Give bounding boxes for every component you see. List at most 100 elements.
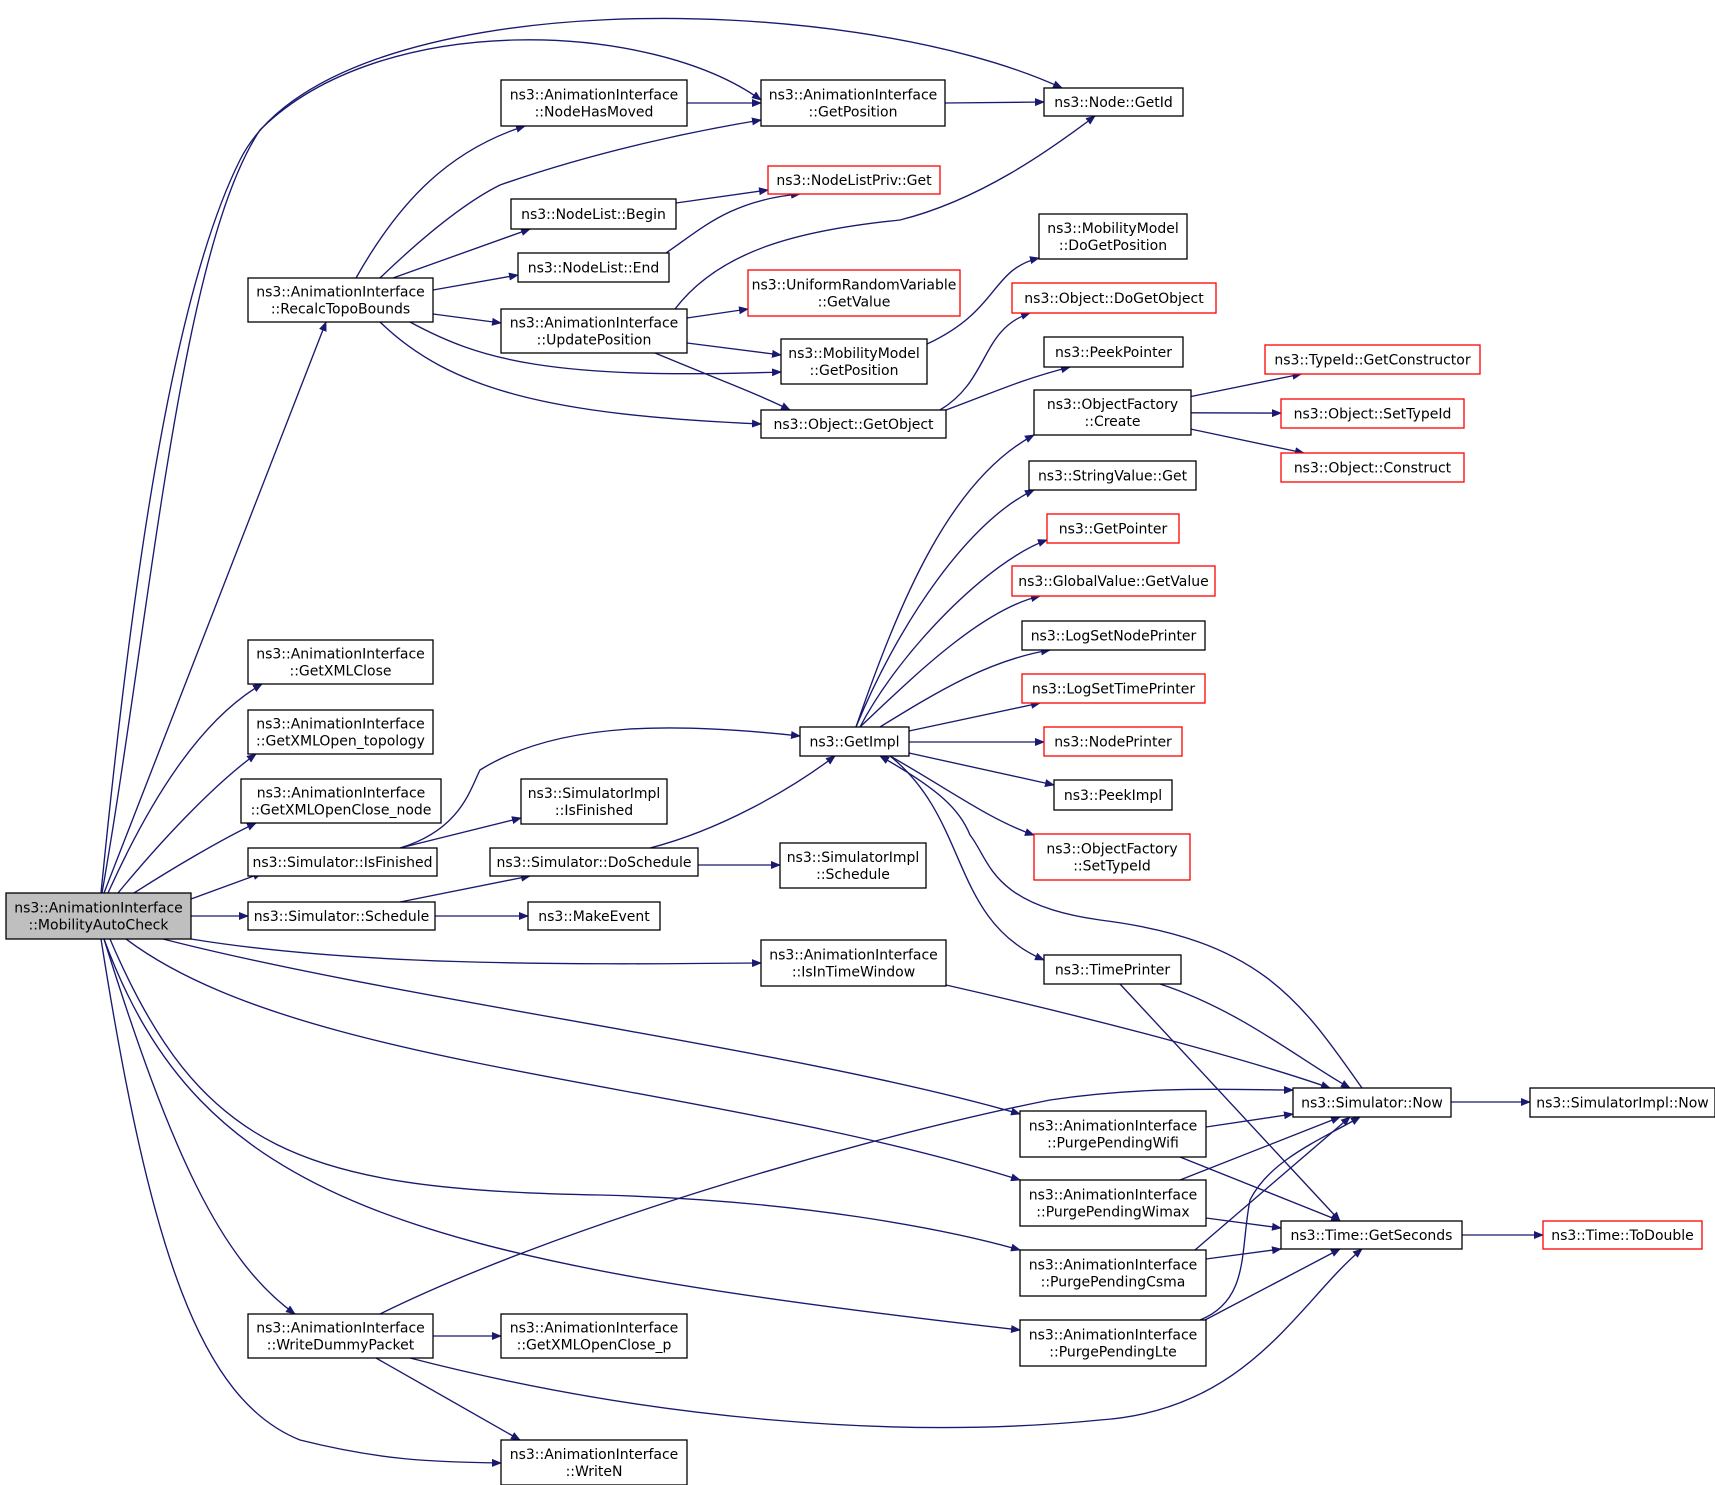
node-label: ns3::Node::GetId [1054,95,1172,111]
node-box [500,79,688,127]
node-label: ns3::UniformRandomVariable [752,278,957,294]
node-purgependingcsma[interactable]: ns3::AnimationInterface::PurgePendingCsm… [1019,1249,1207,1297]
node-getimpl[interactable]: ns3::GetImpl [799,726,910,757]
node-sim-doschedule[interactable]: ns3::Simulator::DoSchedule [489,847,699,877]
edge-recalc-to-object-getobject [379,321,762,428]
node-label: ns3::AnimationInterface [510,1321,679,1337]
node-label: ns3::SimulatorImpl [528,786,661,802]
node-getxmlopenclose-node[interactable]: ns3::AnimationInterface::GetXMLOpenClose… [240,778,442,824]
node-box [780,338,928,385]
node-time-getseconds[interactable]: ns3::Time::GetSeconds [1280,1220,1463,1250]
node-nodelist-begin[interactable]: ns3::NodeList::Begin [510,198,677,230]
edge-root-to-purgependingcsma [109,938,1021,1252]
node-writedummypacket[interactable]: ns3::AnimationInterface::WriteDummyPacke… [247,1313,434,1359]
node-makeevent[interactable]: ns3::MakeEvent [527,901,661,931]
node-object-construct[interactable]: ns3::Object::Construct [1280,452,1465,483]
node-simimpl-isfinished[interactable]: ns3::SimulatorImpl::IsFinished [520,778,668,825]
node-peekimpl[interactable]: ns3::PeekImpl [1053,779,1173,811]
node-getxmlopen-topology[interactable]: ns3::AnimationInterface::GetXMLOpen_topo… [247,709,434,755]
node-label: ns3::AnimationInterface [1029,1188,1198,1204]
node-object-dogetobject[interactable]: ns3::Object::DoGetObject [1011,282,1217,314]
node-nodeprinter[interactable]: ns3::NodePrinter [1043,726,1183,757]
call-nodes: ns3::AnimationInterface::MobilityAutoChe… [5,79,1715,1485]
node-object-settypeid[interactable]: ns3::Object::SetTypeId [1280,398,1465,429]
edge-root-to-getxmlopen-topology [117,753,257,894]
node-purgependingwifi[interactable]: ns3::AnimationInterface::PurgePendingWif… [1019,1110,1207,1158]
node-object-getobject[interactable]: ns3::Object::GetObject [760,409,947,439]
node-getpointer[interactable]: ns3::GetPointer [1046,513,1180,544]
node-box [1280,398,1465,429]
node-simimpl-now[interactable]: ns3::SimulatorImpl::Now [1529,1087,1715,1118]
edge-sim-isfinished-to-simimpl-isfinished [399,816,522,849]
node-box [527,901,661,931]
node-peekpointer[interactable]: ns3::PeekPointer [1043,336,1184,368]
node-recalc[interactable]: ns3::AnimationInterface::RecalcTopoBound… [247,277,434,323]
node-box [500,1439,688,1485]
node-purgependinglte[interactable]: ns3::AnimationInterface::PurgePendingLte [1019,1319,1207,1367]
node-label: ns3::AnimationInterface [1029,1258,1198,1274]
edge-sim-schedule-to-sim-doschedule [399,873,531,903]
edge-purgependingwimax-to-time-getseconds [1205,1217,1282,1231]
node-label: ns3::Simulator::Schedule [254,909,430,925]
node-sim-isfinished[interactable]: ns3::Simulator::IsFinished [247,847,438,877]
node-label: ::PurgePendingCsma [1041,1275,1186,1291]
node-root[interactable]: ns3::AnimationInterface::MobilityAutoChe… [5,892,192,940]
node-ai-getposition[interactable]: ns3::AnimationInterface::GetPosition [760,79,946,127]
node-sim-schedule[interactable]: ns3::Simulator::Schedule [247,901,436,931]
node-label: ns3::AnimationInterface [257,786,426,802]
node-timeprinter[interactable]: ns3::TimePrinter [1043,954,1182,985]
edge-purgependingwimax-to-sim-now [1179,1116,1341,1181]
node-objectfactory-create[interactable]: ns3::ObjectFactory::Create [1033,389,1192,436]
edge-root-to-isintimewindow [190,938,762,968]
edge-getimpl-to-getpointer [859,539,1048,728]
node-stringvalue-get[interactable]: ns3::StringValue::Get [1028,460,1197,491]
node-sim-now[interactable]: ns3::Simulator::Now [1292,1087,1452,1118]
node-time-todouble[interactable]: ns3::Time::ToDouble [1542,1220,1703,1250]
node-label: ns3::AnimationInterface [14,901,183,917]
node-label: ns3::Simulator::Now [1301,1096,1443,1112]
node-purgependingwimax[interactable]: ns3::AnimationInterface::PurgePendingWim… [1019,1179,1207,1227]
edge-getimpl-to-logsetnodeprinter [879,647,1051,728]
edge-root-to-purgependingwimax [125,938,1021,1182]
node-updateposition[interactable]: ns3::AnimationInterface::UpdatePosition [500,308,688,354]
edge-getimpl-to-logsettimeprinter [908,700,1041,732]
node-logsetnodeprinter[interactable]: ns3::LogSetNodePrinter [1021,620,1206,651]
edge-root-to-sim-isfinished [190,872,263,900]
node-nodelist-end[interactable]: ns3::NodeList::End [517,252,670,283]
node-getxmlopenclose-p[interactable]: ns3::AnimationInterface::GetXMLOpenClose… [500,1313,688,1359]
node-box [1033,389,1192,436]
edge-root-to-writedummypacket [103,938,296,1315]
node-box [500,308,688,354]
node-label: ::NodeHasMoved [535,105,654,121]
node-simimpl-schedule[interactable]: ns3::SimulatorImpl::Schedule [779,842,927,889]
node-box [1011,565,1216,597]
node-mm-dogetposition[interactable]: ns3::MobilityModel::DoGetPosition [1038,213,1188,260]
node-isintimewindow[interactable]: ns3::AnimationInterface::IsInTimeWindow [760,939,947,987]
node-objectfactory-settypeid[interactable]: ns3::ObjectFactory::SetTypeId [1033,833,1191,881]
node-globalvalue-getvalue[interactable]: ns3::GlobalValue::GetValue [1011,565,1216,597]
node-nodehasmoved[interactable]: ns3::AnimationInterface::NodeHasMoved [500,79,688,127]
node-label: ns3::NodePrinter [1054,735,1172,751]
node-label: ::RecalcTopoBounds [271,302,410,318]
edge-getimpl-to-peekimpl [908,752,1055,787]
node-label: ::GetXMLClose [290,664,392,680]
node-nodelistpriv-get[interactable]: ns3::NodeListPriv::Get [767,165,941,195]
node-box [1046,513,1180,544]
edge-writedummypacket-to-sim-now [379,1085,1294,1315]
node-writen[interactable]: ns3::AnimationInterface::WriteN [500,1439,688,1485]
node-node-getid[interactable]: ns3::Node::GetId [1043,87,1184,117]
node-box [760,409,947,439]
node-label: ns3::NodeList::End [528,261,660,277]
node-uniformrv-getvalue[interactable]: ns3::UniformRandomVariable::GetValue [747,269,961,317]
node-label: ns3::AnimationInterface [769,88,938,104]
node-box [510,198,677,230]
edge-updateposition-to-uniformrv-getvalue [686,306,749,319]
node-mm-getposition[interactable]: ns3::MobilityModel::GetPosition [780,338,928,385]
node-box [5,892,192,940]
node-logsettimeprinter[interactable]: ns3::LogSetTimePrinter [1021,673,1206,704]
node-box [1280,1220,1463,1250]
edge-ai-getposition-to-node-getid [944,98,1045,107]
node-typeid-getconstructor[interactable]: ns3::TypeId::GetConstructor [1264,344,1481,375]
node-label: ::DoGetPosition [1059,238,1167,254]
node-getxmlclose[interactable]: ns3::AnimationInterface::GetXMLClose [247,639,434,685]
